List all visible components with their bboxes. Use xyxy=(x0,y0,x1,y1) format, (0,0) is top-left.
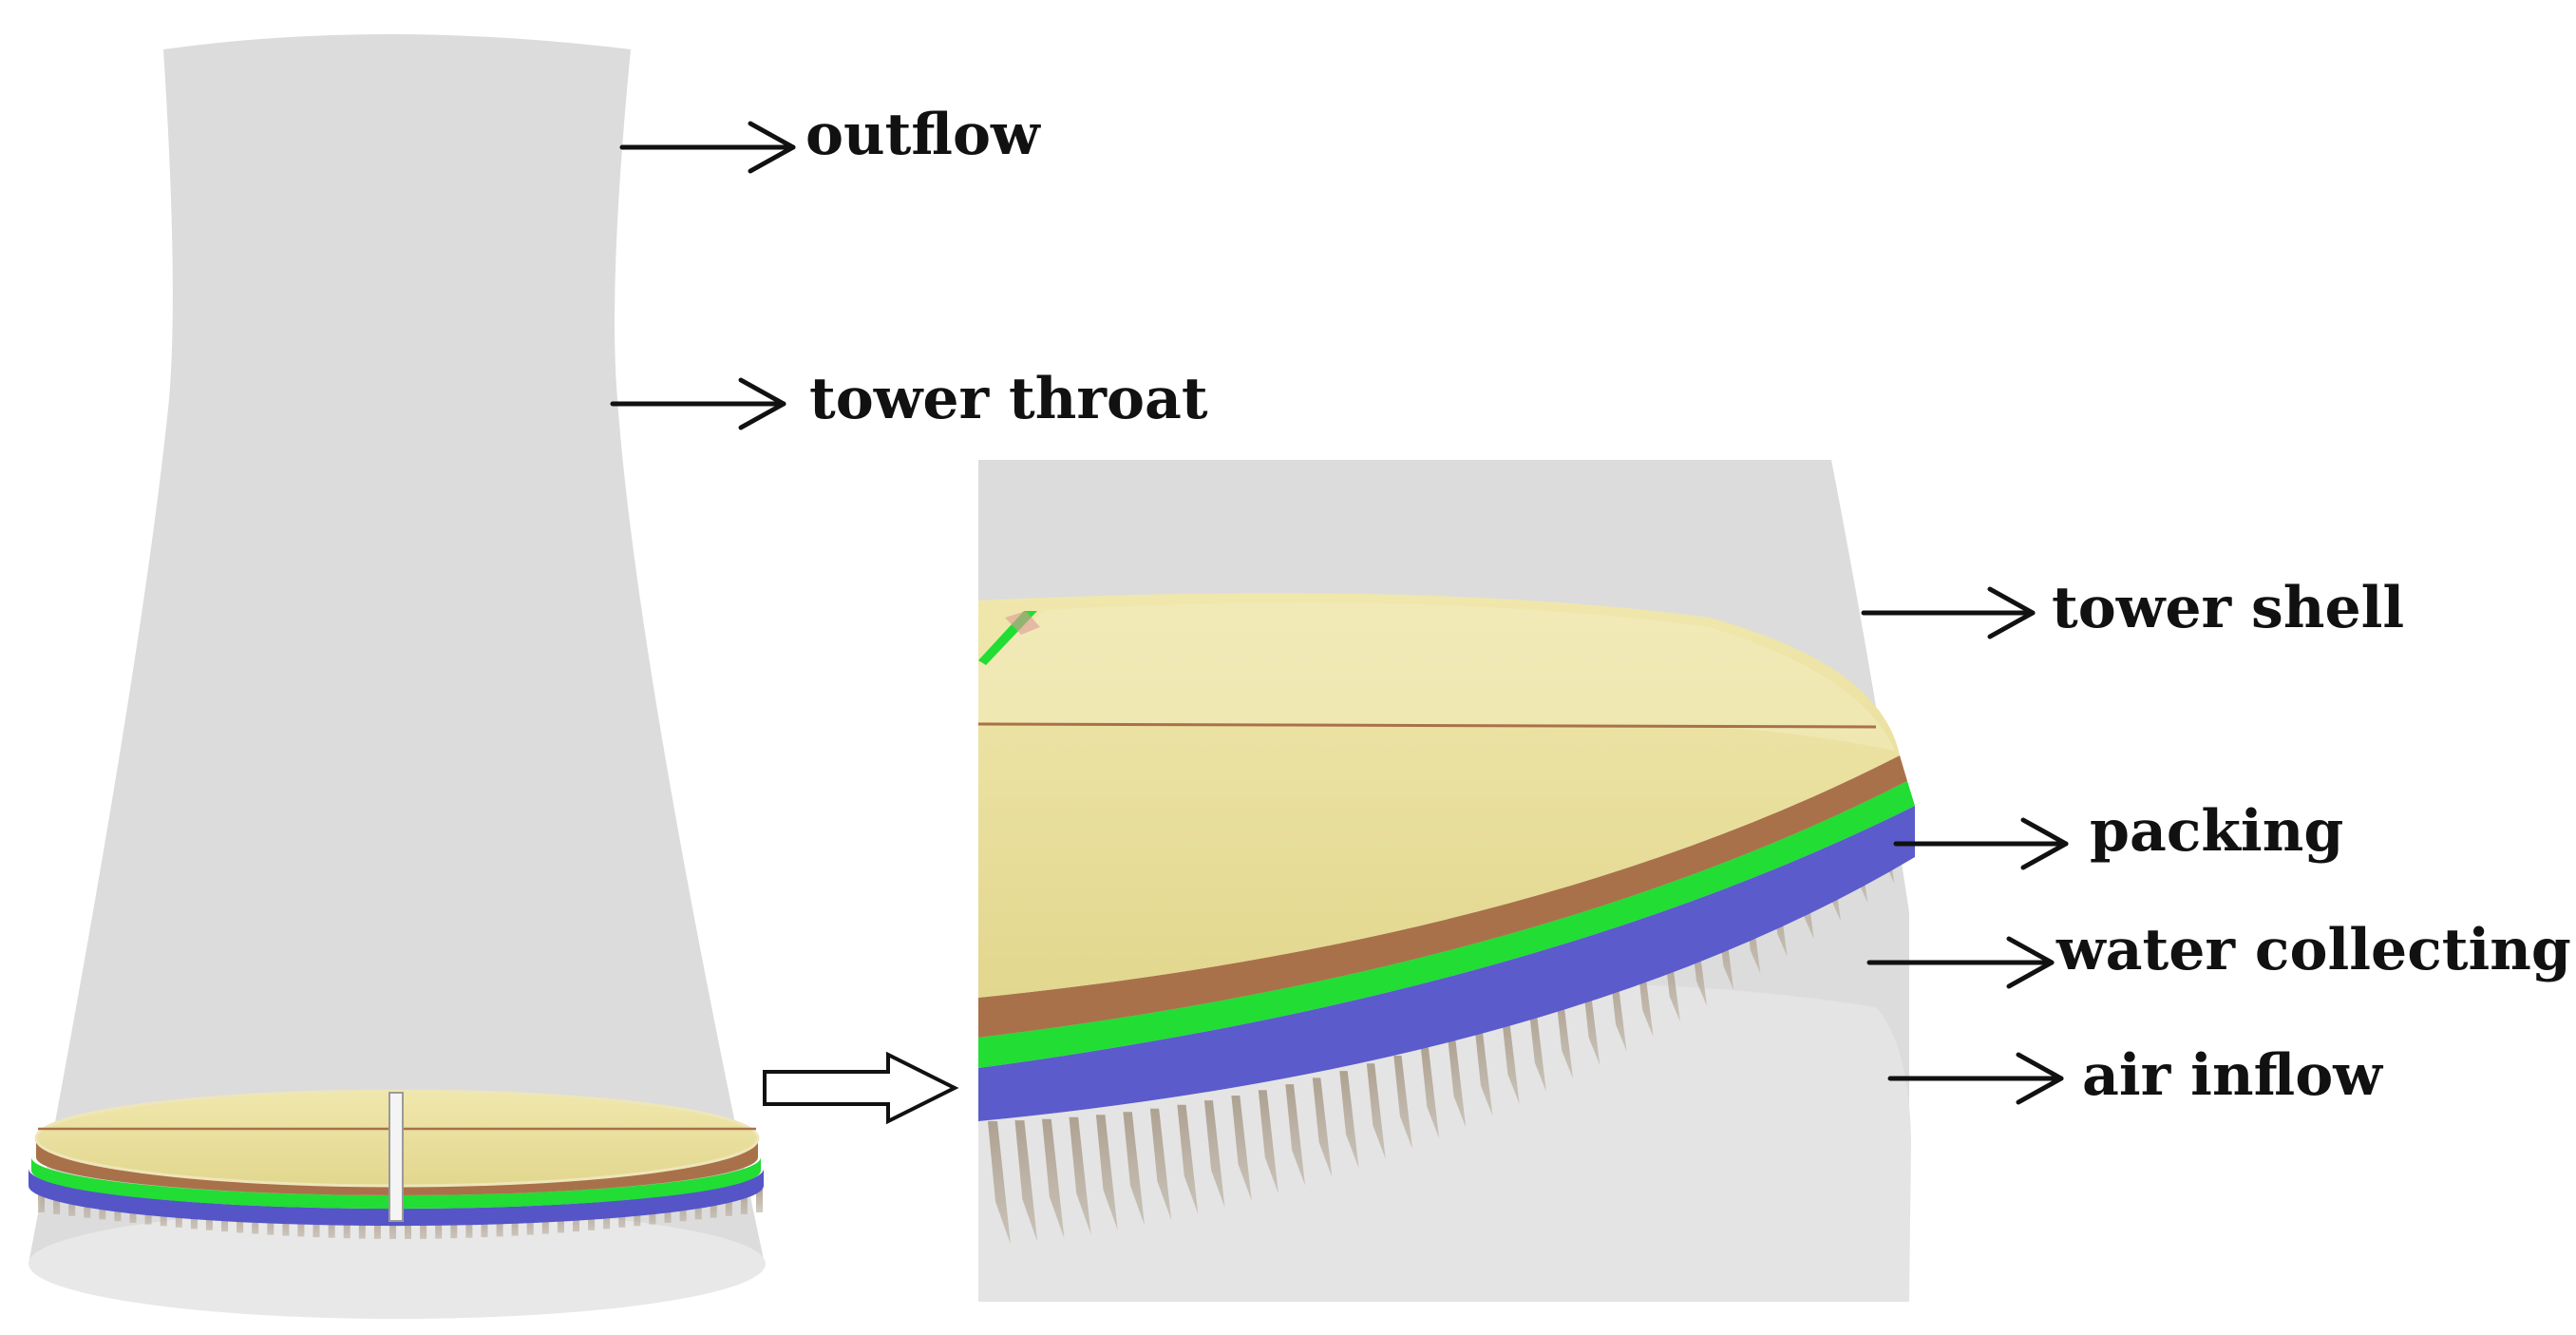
strut xyxy=(481,1212,488,1238)
annotation-arrows xyxy=(610,121,2069,1105)
strut xyxy=(988,1121,1011,1245)
tower-shell-left xyxy=(28,34,765,1264)
strut xyxy=(373,1213,381,1239)
strut xyxy=(1014,1120,1038,1242)
strut xyxy=(1177,1104,1199,1214)
strut xyxy=(1474,1028,1493,1116)
zoom-arrow xyxy=(763,1051,959,1125)
arrow-air-inflow xyxy=(1887,1052,2064,1105)
central-column-left xyxy=(388,1092,404,1222)
strut xyxy=(1420,1047,1440,1139)
strut xyxy=(38,1188,45,1212)
strut xyxy=(450,1213,458,1239)
strut xyxy=(435,1213,443,1239)
packing-seam-zoom xyxy=(978,722,1877,729)
arrow-water-collecting xyxy=(1866,936,2055,989)
strut xyxy=(1203,1100,1225,1209)
strut xyxy=(1502,1019,1520,1105)
label-water-collecting: water collecting xyxy=(2055,917,2571,983)
arrow-packing xyxy=(1893,817,2069,870)
label-tower-throat: tower throat xyxy=(809,366,1208,432)
packing-gap-red xyxy=(1005,611,1040,635)
cooling-tower-full xyxy=(28,34,766,1319)
strut xyxy=(1285,1084,1306,1186)
strut xyxy=(465,1212,473,1238)
packing-rim-left xyxy=(36,1140,758,1195)
label-packing: packing xyxy=(2090,798,2343,865)
packing-upper-sector xyxy=(978,602,1895,751)
strut xyxy=(420,1213,427,1239)
strut xyxy=(1258,1090,1279,1194)
strut xyxy=(1069,1116,1091,1235)
air-inflow-layer-zoom xyxy=(978,806,1915,1121)
strut xyxy=(740,1189,748,1214)
strut xyxy=(1366,1063,1386,1159)
cooling-tower-zoom xyxy=(978,460,1915,1302)
strut xyxy=(1393,1056,1412,1150)
air-inflow-layer-left xyxy=(28,1169,764,1227)
label-tower-shell: tower shell xyxy=(2052,575,2404,641)
strut xyxy=(1448,1038,1467,1128)
strut xyxy=(1339,1071,1359,1169)
strut xyxy=(1312,1078,1333,1177)
packing-rim-zoom xyxy=(978,755,1907,1038)
strut xyxy=(725,1191,732,1216)
strut xyxy=(1610,974,1627,1052)
strut xyxy=(328,1212,335,1238)
water-collecting-layer-left xyxy=(31,1157,761,1209)
strut xyxy=(53,1189,61,1214)
strut xyxy=(1095,1115,1118,1230)
strut xyxy=(756,1188,763,1212)
arrow-tower-shell xyxy=(1861,586,2036,639)
strut xyxy=(358,1213,366,1239)
strut xyxy=(1042,1118,1065,1239)
strut xyxy=(389,1214,396,1239)
strut xyxy=(1582,985,1601,1066)
strut xyxy=(343,1213,350,1239)
strut xyxy=(405,1214,411,1239)
water-collecting-layer-zoom xyxy=(978,781,1915,1068)
strut xyxy=(1556,997,1574,1079)
arrow-outflow xyxy=(619,121,796,174)
tower-base xyxy=(28,1209,766,1319)
label-outflow: outflow xyxy=(805,102,1041,168)
strut xyxy=(1231,1096,1252,1201)
strut xyxy=(1123,1112,1145,1226)
strut xyxy=(1528,1008,1546,1092)
label-air-inflow: air inflow xyxy=(2082,1042,2383,1109)
strut xyxy=(1149,1108,1172,1221)
arrow-tower-throat xyxy=(610,377,786,430)
